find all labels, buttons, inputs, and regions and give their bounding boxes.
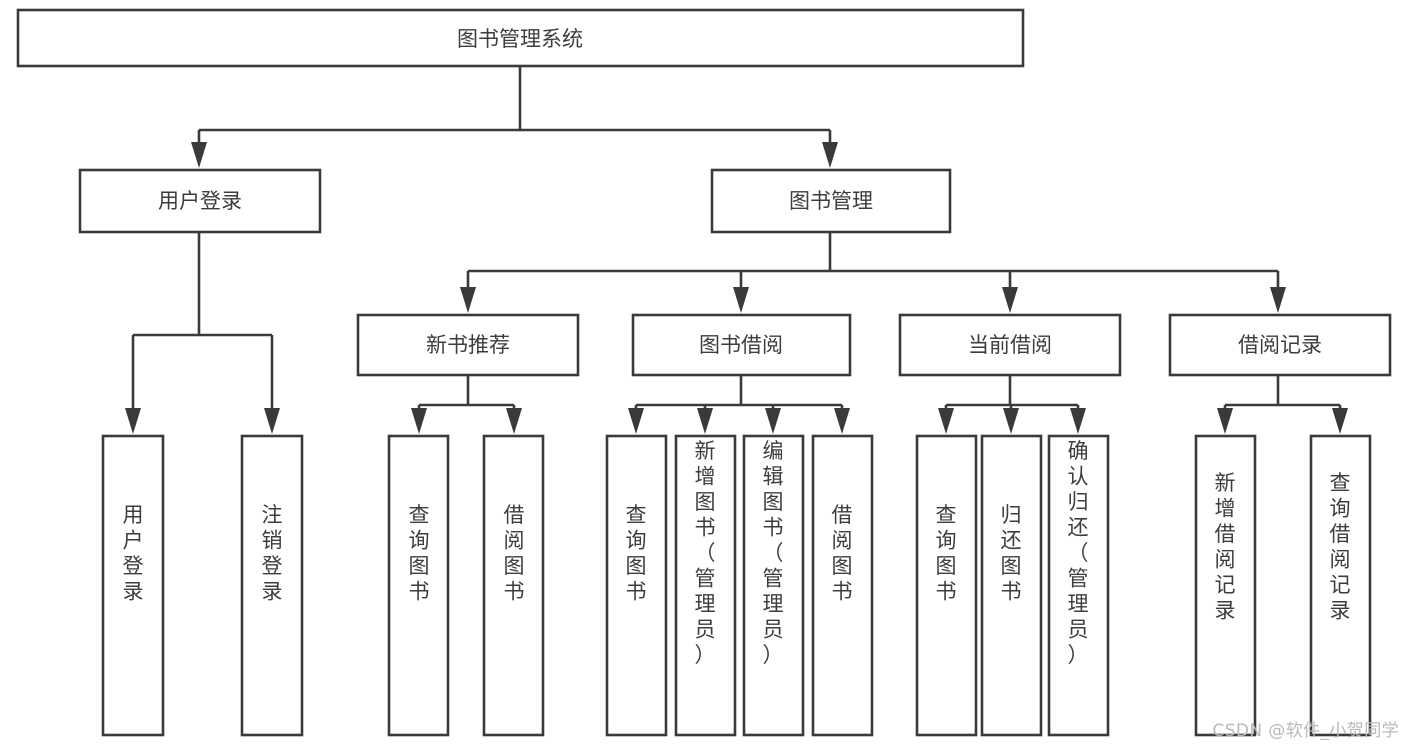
leaf-node-edit-book-admin-label: 编辑图书（管理员） [763, 439, 784, 667]
arrow-head-currentborrow-leaf-1 [938, 408, 954, 434]
arrow-head-to-book-management [822, 142, 838, 168]
arrow-head-borrowrecord-leaf-1 [1217, 408, 1233, 434]
arrow-head-to-book-borrow [733, 287, 749, 313]
leaf-node-query-books-borrow-label: 查询图书 [626, 503, 647, 604]
leaf-node-return-books[interactable]: 归还图书 [980, 434, 1043, 737]
arrow-head-bookborrow-leaf-4 [834, 408, 850, 434]
node-current-borrowing[interactable]: 当前借阅 [898, 313, 1122, 377]
connector-layer [125, 66, 1348, 434]
leaf-node-query-books-newbook-label: 查询图书 [409, 503, 430, 604]
leaf-node-query-books-current[interactable]: 查询图书 [915, 434, 978, 737]
leaf-node-edit-book-admin-box [742, 434, 805, 737]
leaf-node-add-book-admin-label: 新增图书（管理员） [695, 439, 716, 667]
leaf-node-borrow-books-newbook-box [482, 434, 545, 737]
leaf-node-query-books-current-box [915, 434, 978, 737]
node-new-book-recommendation[interactable]: 新书推荐 [356, 313, 580, 377]
arrow-head-to-borrow-record [1270, 287, 1286, 313]
leaf-node-user-login-label: 用户登录 [123, 503, 144, 604]
arrow-head-bookborrow-leaf-3 [765, 408, 781, 434]
node-current-borrowing-box [898, 313, 1122, 377]
node-book-management-label: 图书管理 [789, 189, 873, 213]
leaf-node-query-borrow-record-box [1309, 434, 1372, 737]
node-new-book-recommendation-label: 新书推荐 [426, 333, 510, 357]
leaf-node-query-borrow-record-label: 查询借阅记录 [1330, 471, 1351, 623]
leaf-node-edit-book-admin[interactable]: 编辑图书（管理员） [742, 434, 805, 737]
arrow-head-login-leaf-2 [264, 408, 280, 434]
leaf-node-borrow-books-borrow-label: 借阅图书 [832, 503, 853, 604]
arrow-head-newbook-leaf-2 [506, 408, 522, 434]
arrow-head-currentborrow-leaf-2 [1003, 408, 1019, 434]
node-book-borrowing-label: 图书借阅 [699, 333, 783, 357]
leaf-node-query-books-borrow-box [605, 434, 668, 737]
leaf-node-query-books-newbook[interactable]: 查询图书 [387, 434, 450, 737]
node-borrowing-record[interactable]: 借阅记录 [1168, 313, 1392, 377]
node-user-login[interactable]: 用户登录 [78, 168, 322, 234]
node-book-management-box [710, 168, 952, 234]
leaf-node-logout-label: 注销登录 [262, 503, 283, 604]
node-current-borrowing-label: 当前借阅 [968, 333, 1052, 357]
node-book-borrowing-box [631, 313, 852, 377]
node-book-borrowing[interactable]: 图书借阅 [631, 313, 852, 377]
leaf-node-logout-box [240, 434, 304, 737]
leaf-node-return-books-box [980, 434, 1043, 737]
leaf-node-user-login-box [101, 434, 165, 737]
node-root-book-management-system[interactable]: 图书管理系统 [16, 8, 1025, 68]
leaf-node-borrow-books-borrow[interactable]: 借阅图书 [811, 434, 874, 737]
leaf-node-confirm-return-admin-box [1047, 434, 1110, 737]
leaf-node-add-borrow-record[interactable]: 新增借阅记录 [1194, 434, 1257, 737]
node-book-management[interactable]: 图书管理 [710, 168, 952, 234]
leaf-node-borrow-books-newbook[interactable]: 借阅图书 [482, 434, 545, 737]
leaf-node-user-login[interactable]: 用户登录 [101, 434, 165, 737]
leaf-node-add-book-admin[interactable]: 新增图书（管理员） [674, 434, 737, 737]
node-borrowing-record-label: 借阅记录 [1238, 333, 1322, 357]
arrow-head-login-leaf-1 [125, 408, 141, 434]
node-user-login-label: 用户登录 [158, 189, 242, 213]
arrow-head-borrowrecord-leaf-2 [1332, 408, 1348, 434]
leaf-node-confirm-return-admin-label: 确认归还（管理员） [1068, 439, 1089, 667]
node-user-login-box [78, 168, 322, 234]
node-new-book-recommendation-box [356, 313, 580, 377]
leaf-node-borrow-books-borrow-box [811, 434, 874, 737]
arrow-head-currentborrow-leaf-3 [1070, 408, 1086, 434]
leaf-node-add-borrow-record-box [1194, 434, 1257, 737]
node-root-box [16, 8, 1025, 68]
csdn-watermark: CSDN @软件_小贺同学 [1212, 721, 1399, 741]
leaf-node-return-books-label: 归还图书 [1001, 503, 1022, 604]
leaf-node-query-books-current-label: 查询图书 [936, 503, 957, 604]
arrow-head-to-new-book-rec [460, 287, 476, 313]
leaf-node-add-borrow-record-label: 新增借阅记录 [1215, 471, 1236, 623]
leaf-node-logout[interactable]: 注销登录 [240, 434, 304, 737]
leaf-node-query-books-borrow[interactable]: 查询图书 [605, 434, 668, 737]
leaf-node-borrow-books-newbook-label: 借阅图书 [504, 503, 525, 604]
arrow-head-newbook-leaf-1 [411, 408, 427, 434]
arrow-head-bookborrow-leaf-2 [697, 408, 713, 434]
arrow-head-to-current-borrow [1002, 287, 1018, 313]
leaf-node-add-book-admin-box [674, 434, 737, 737]
leaf-node-query-borrow-record[interactable]: 查询借阅记录 [1309, 434, 1372, 737]
leaf-node-confirm-return-admin[interactable]: 确认归还（管理员） [1047, 434, 1110, 737]
node-root-label: 图书管理系统 [457, 27, 583, 51]
arrow-head-to-user-login [191, 142, 207, 168]
node-borrowing-record-box [1168, 313, 1392, 377]
arrow-head-bookborrow-leaf-1 [628, 408, 644, 434]
leaf-node-query-books-newbook-box [387, 434, 450, 737]
